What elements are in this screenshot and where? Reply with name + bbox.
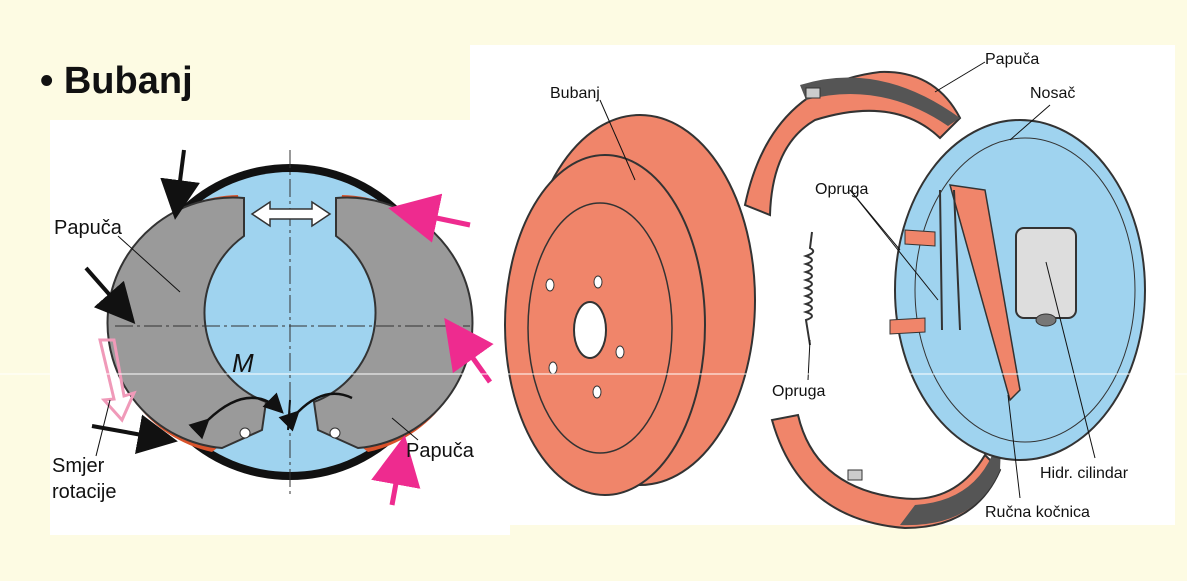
label-cylinder: Hidr. cilindar — [1040, 465, 1129, 482]
label-spring-top: Opruga — [815, 181, 868, 198]
brake-drum — [505, 115, 755, 495]
force-arrow-black-1 — [176, 150, 184, 212]
label-shoe-left: Papuča — [54, 217, 123, 239]
label-drum: Bubanj — [550, 85, 600, 102]
label-spring-bottom: Opruga — [772, 383, 825, 400]
backing-plate — [890, 120, 1145, 460]
hydraulic-cylinder — [1016, 228, 1076, 318]
force-arrow-magenta-3 — [392, 445, 403, 505]
leader-shoe — [935, 62, 985, 92]
left-shoe-pivot — [240, 428, 250, 438]
label-shoe: Papuča — [985, 51, 1039, 68]
label-carrier: Nosač — [1030, 85, 1075, 102]
label-rotation-line1: Smjer — [52, 455, 105, 477]
label-handbrake: Ručna kočnica — [985, 504, 1090, 521]
right-shoe-pivot — [330, 428, 340, 438]
exploded-view: Bubanj Papuča Nosač Opruga Opruga Hidr. … — [505, 51, 1145, 528]
drum-brake-schematic: M Papuča Papuča Smjer rotacije — [52, 150, 490, 505]
loose-spring — [806, 232, 813, 345]
label-rotation-line2: rotacije — [52, 481, 116, 503]
drum-hub-hole — [574, 302, 606, 358]
force-arrow-black-3 — [92, 426, 170, 440]
leader-spring-top-b — [850, 190, 900, 250]
label-shoe-right: Papuča — [406, 440, 475, 462]
